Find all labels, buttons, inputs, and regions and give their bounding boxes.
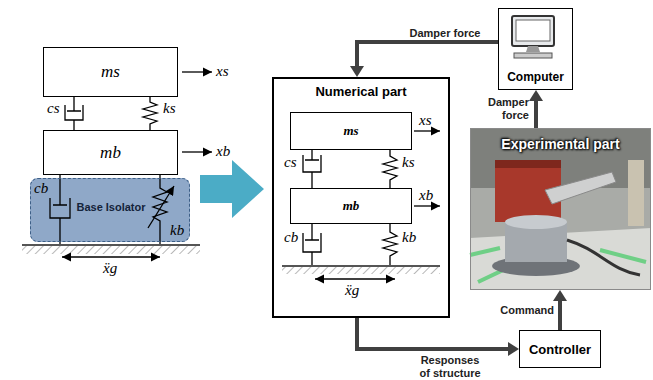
- node-title: Controller: [529, 342, 591, 357]
- signal-connector: [357, 318, 519, 356]
- variable-label: ẍg: [103, 260, 117, 276]
- mass-block: mb: [43, 130, 178, 175]
- displacement-arrow: [414, 205, 440, 206]
- ground-line: [22, 244, 200, 246]
- variable-label: xs: [216, 63, 229, 79]
- ground-hatch: [22, 246, 200, 254]
- connector-label: Damper force: [481, 96, 529, 121]
- damper-symbol: [303, 224, 321, 266]
- damper-symbol: [303, 150, 321, 188]
- variable-label: xb: [419, 187, 433, 203]
- node-title: mb: [343, 198, 360, 214]
- connector-label: Command: [496, 304, 554, 317]
- mass-block: mb: [290, 188, 412, 224]
- mass-block: ms: [290, 112, 412, 150]
- isolator-fill: [30, 178, 190, 242]
- damper-symbol: [65, 97, 83, 130]
- experiment-photo: [470, 128, 651, 290]
- signal-connector: [553, 290, 567, 330]
- spring-symbol: [383, 150, 397, 188]
- ground-motion-arrow: [62, 256, 160, 257]
- spring-symbol: [383, 224, 397, 266]
- node-title: ms: [343, 123, 358, 139]
- displacement-arrow: [414, 130, 440, 131]
- mass-block: ms: [43, 47, 178, 97]
- node-title: Computer: [507, 70, 564, 84]
- variable-label: ẍg: [345, 282, 359, 298]
- variable-label: cb: [34, 180, 48, 196]
- controller-box: Controller: [519, 330, 601, 368]
- transition-arrow: [200, 160, 264, 218]
- variable-label: ks: [163, 100, 176, 116]
- variable-label: cs: [47, 100, 60, 116]
- variable-label: ks: [402, 154, 415, 170]
- connector-label: Responses of structure: [417, 354, 483, 379]
- node-title: ms: [101, 62, 120, 82]
- base-isolator-region: Base Isolator: [30, 178, 190, 242]
- ground-hatch: [282, 267, 440, 274]
- left-structure: [22, 72, 212, 257]
- displacement-arrow: [182, 151, 212, 152]
- variable-label: kb: [170, 222, 184, 238]
- connector-label: Damper force: [405, 27, 485, 40]
- connector-line: [357, 42, 498, 66]
- connector-line: [534, 101, 538, 128]
- variable-label: cs: [284, 154, 297, 170]
- computer-icon: [512, 16, 554, 58]
- arrow-head: [508, 342, 519, 356]
- variable-arrow: [148, 186, 174, 228]
- variable-label: kb: [402, 229, 416, 245]
- node-title: Experimental part: [501, 136, 619, 152]
- spring-symbol: [143, 97, 157, 130]
- displacement-arrow: [182, 71, 212, 72]
- ground-line: [282, 265, 440, 267]
- node-title: Numerical part: [315, 84, 406, 99]
- variable-label: cb: [284, 229, 298, 245]
- ground-motion-arrow: [315, 278, 395, 279]
- damper-symbol: [50, 175, 70, 245]
- arrow-head: [553, 290, 567, 301]
- signal-connector: [529, 90, 543, 128]
- node-title: mb: [100, 143, 121, 163]
- variable-label: xs: [419, 112, 432, 128]
- numerical-structure: [282, 131, 440, 279]
- connector-line: [357, 318, 508, 349]
- signal-connector: [350, 42, 498, 77]
- variable-label: xb: [216, 143, 230, 159]
- arrow-head: [529, 90, 543, 101]
- connector-line: [558, 301, 562, 330]
- arrow-head: [350, 66, 364, 77]
- node-title: Base Isolator: [73, 201, 149, 214]
- spring-symbol: [153, 175, 167, 245]
- computer-box: Computer: [498, 8, 573, 90]
- experimental-photo: Experimental part: [470, 128, 651, 290]
